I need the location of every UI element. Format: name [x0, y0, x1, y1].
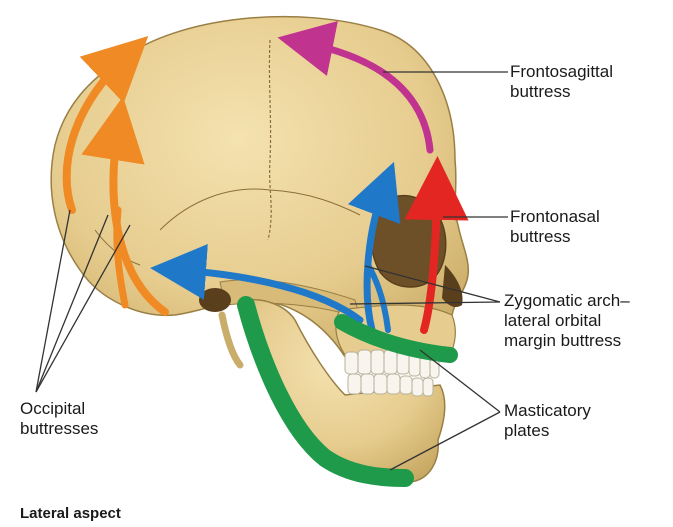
label-frontonasal-line2: buttress	[510, 227, 600, 247]
label-masticatory-line2: plates	[504, 421, 591, 441]
label-zygomatic-line3: margin buttress	[504, 331, 630, 351]
external-acoustic-meatus	[199, 288, 231, 312]
leader-occipital-1	[36, 210, 70, 392]
label-occipital: Occipital buttresses	[20, 399, 98, 439]
label-zygomatic: Zygomatic arch– lateral orbital margin b…	[504, 291, 630, 351]
label-frontonasal: Frontonasal buttress	[510, 207, 600, 247]
label-frontosagittal-line1: Frontosagittal	[510, 62, 613, 82]
label-frontonasal-line1: Frontonasal	[510, 207, 600, 227]
label-frontosagittal: Frontosagittal buttress	[510, 62, 613, 102]
label-occipital-line1: Occipital	[20, 399, 98, 419]
label-masticatory: Masticatory plates	[504, 401, 591, 441]
label-occipital-line2: buttresses	[20, 419, 98, 439]
label-zygomatic-line2: lateral orbital	[504, 311, 630, 331]
label-masticatory-line1: Masticatory	[504, 401, 591, 421]
mastoid-styloid	[222, 315, 240, 365]
label-frontosagittal-line2: buttress	[510, 82, 613, 102]
figure-caption: Lateral aspect	[20, 505, 121, 522]
label-zygomatic-line1: Zygomatic arch–	[504, 291, 630, 311]
